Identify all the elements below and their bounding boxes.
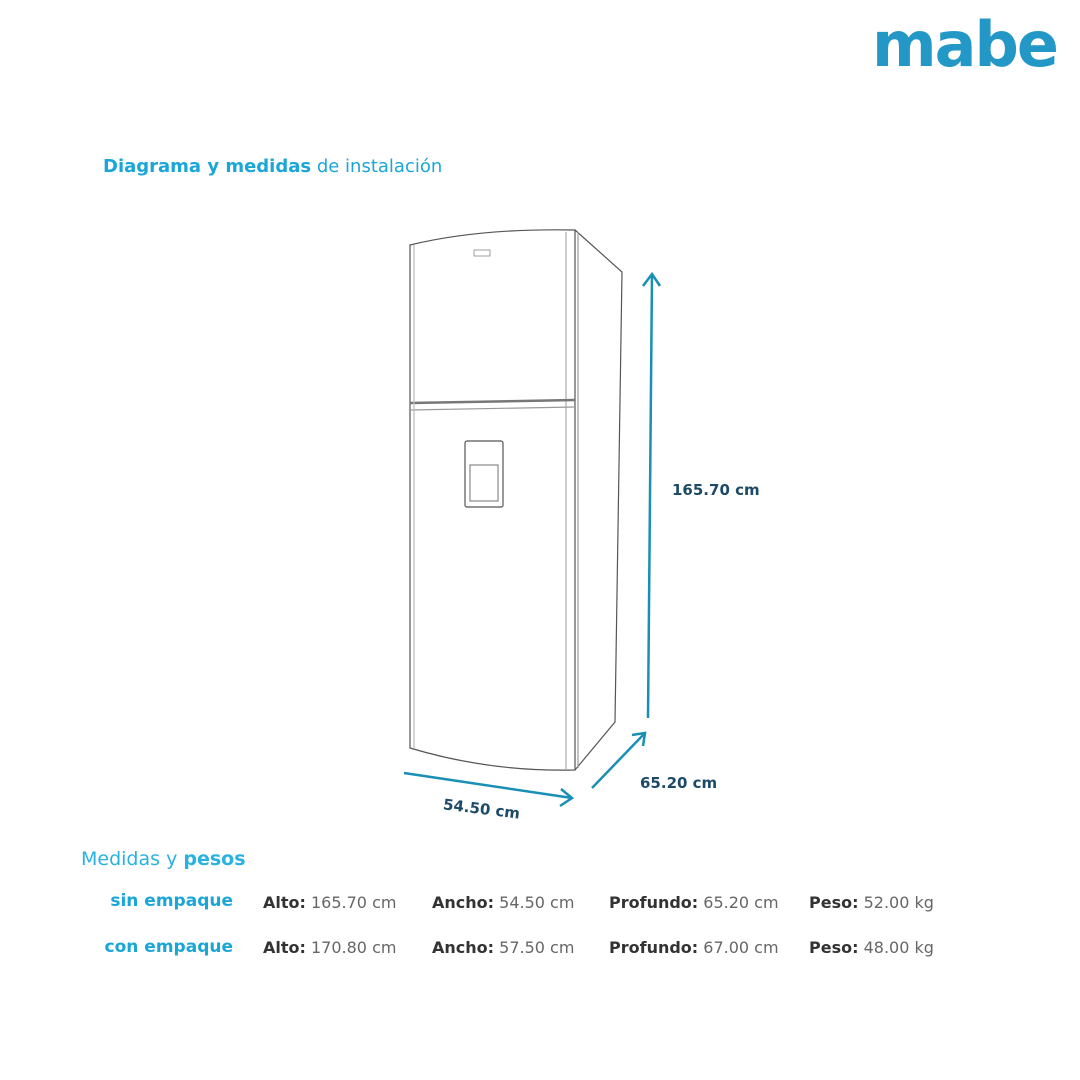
spec-peso: Peso: 52.00 kg [809, 893, 934, 912]
row-label: con empaque [104, 937, 233, 957]
brand-logo: mabe [872, 8, 1059, 81]
refrigerator-drawing [409, 229, 623, 771]
spec-value: 67.00 cm [698, 938, 779, 957]
spec-profundo: Profundo: 65.20 cm [609, 893, 779, 912]
height-label: 165.70 cm [672, 481, 760, 499]
spec-key: Alto: [263, 938, 306, 957]
spec-ancho: Ancho: 54.50 cm [432, 893, 574, 912]
spec-profundo: Profundo: 67.00 cm [609, 938, 779, 957]
spec-peso: Peso: 48.00 kg [809, 938, 934, 957]
depth-arrow [591, 731, 647, 789]
spec-key: Profundo: [609, 893, 699, 912]
spec-ancho: Ancho: 57.50 cm [432, 938, 574, 957]
spec-value: 52.00 kg [858, 893, 934, 912]
title-bold: Diagrama y medidas [103, 156, 312, 177]
spec-key: Alto: [263, 893, 306, 912]
spec-value: 48.00 kg [858, 938, 934, 957]
spec-key: Ancho: [432, 938, 495, 957]
section-bold: pesos [183, 848, 246, 870]
refrigerator-diagram [403, 229, 662, 808]
spec-key: Peso: [809, 893, 859, 912]
spec-key: Profundo: [609, 938, 699, 957]
spec-value: 65.20 cm [698, 893, 779, 912]
spec-key: Peso: [809, 938, 859, 957]
spec-value: 165.70 cm [305, 893, 397, 912]
spec-key: Ancho: [432, 893, 495, 912]
spec-value: 170.80 cm [305, 938, 397, 957]
spec-value: 54.50 cm [494, 893, 575, 912]
width-arrow [403, 771, 575, 808]
section-regular: Medidas y [81, 848, 184, 870]
spec-alto: Alto: 170.80 cm [263, 938, 396, 957]
depth-label: 65.20 cm [640, 774, 718, 792]
section-title: Medidas y pesos [81, 848, 246, 870]
page-title: Diagrama y medidas de instalación [103, 156, 442, 177]
spec-alto: Alto: 165.70 cm [263, 893, 396, 912]
height-arrow [642, 271, 662, 719]
spec-value: 57.50 cm [494, 938, 575, 957]
row-label: sin empaque [110, 891, 233, 911]
title-regular: de instalación [311, 156, 443, 177]
